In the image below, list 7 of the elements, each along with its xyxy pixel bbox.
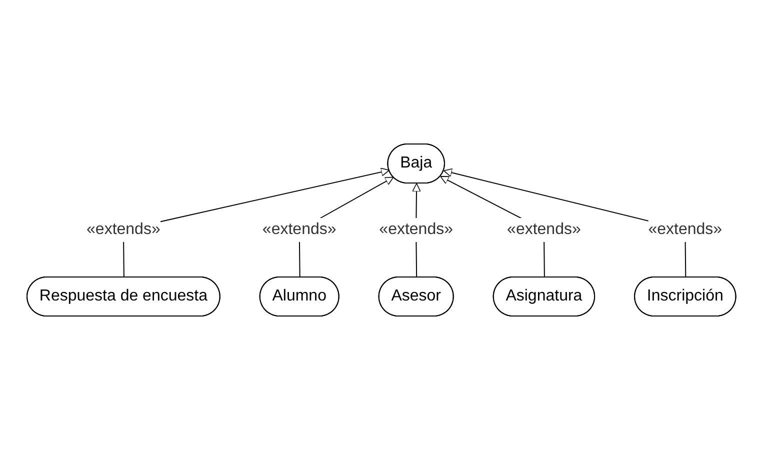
edge-label: «extends» [86,220,160,238]
arrow [122,168,390,278]
arrow [442,168,686,278]
edge-label: «extends» [262,220,336,238]
edge-label: «extends» [506,220,580,238]
edge-label: «extends» [378,220,453,238]
edge-label: «extends» [648,220,722,238]
